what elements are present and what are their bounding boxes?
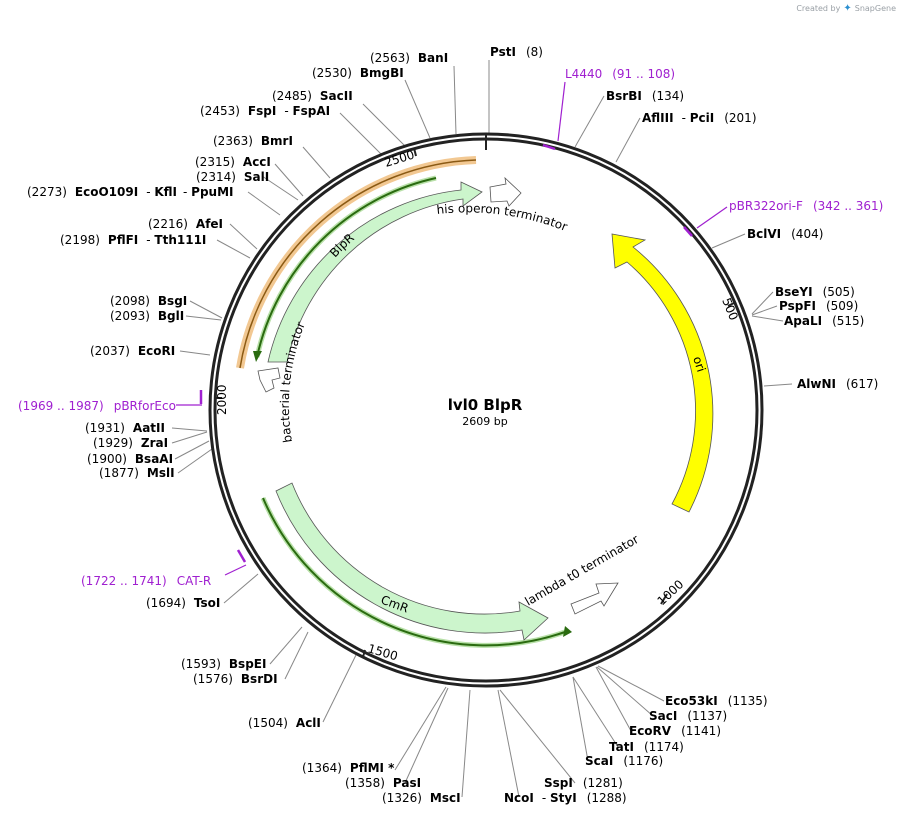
primer-pbrforeco: (1969 .. 1987)pBRforEco [18,399,176,413]
site-tati: TatI(1174) [609,740,684,754]
primer-cat-r: (1722 .. 1741)CAT-R [81,574,211,588]
site-pflfi: (2198)PflFI- Tth111I [60,233,206,247]
site-msci: (1326)MscI [382,791,461,805]
site-zrai: (1929)ZraI [93,436,168,450]
feature-lambda-terminator-label: lambda t0 terminator [523,532,642,609]
feature-his-terminator [489,176,522,207]
feature-blpr [267,181,483,363]
site-ecoo109i: (2273)EcoO109I- KflI- PpuMI [27,185,234,199]
site-afei: (2216)AfeI [148,217,223,231]
feature-his-terminator-label: his operon terminator [436,201,569,234]
site-ncoi: NcoI- StyI(1288) [504,791,627,805]
site-acli: (1504)AclI [248,716,321,730]
site-tsoi: (1694)TsoI [146,596,220,610]
site-bseyi: BseYI(505) [775,285,855,299]
site-msli: (1877)MslI [99,466,175,480]
feature-cmr [275,482,549,641]
feature-cmr-lines [260,497,572,648]
site-afliii: AflIII- PciI(201) [642,111,757,125]
credit-brand: SnapGene [854,4,896,13]
site-bani: (2563)BanI [370,51,448,65]
feature-lambda-terminator [570,582,619,615]
site-pasi: (1358)PasI [345,776,421,790]
site-psti: PstI(8) [490,45,543,59]
site-pspfi: PspFI(509) [779,299,858,313]
feature-bacterial-terminator [257,367,281,393]
site-bgli: (2093)BglI [110,309,184,323]
feature-ori [611,233,714,513]
site-sali: (2314)SalI [196,170,269,184]
primer-leaders [176,81,728,576]
site-bmgbi: (2530)BmgBI [312,66,404,80]
primer-l4440: L4440(91 .. 108) [565,67,675,81]
tick-2000: 2000 [215,384,229,415]
site-acci: (2315)AccI [195,155,271,169]
site-scai: ScaI(1176) [585,754,663,768]
site-sspi: SspI(1281) [544,776,623,790]
site-ecori: (2037)EcoRI [90,344,175,358]
feature-ori-label: ori [690,355,708,374]
site-bsaai: (1900)BsaAI [87,452,173,466]
site-sacii: (2485)SacII [272,89,353,103]
feature-blpr-lines [236,156,477,369]
site-bspei: (1593)BspEI [181,657,266,671]
site-bclvi: BclVI(404) [747,227,823,241]
primer-pbr322ori-f: pBR322ori-F(342 .. 361) [729,199,883,213]
snapgene-credit: Created by ✦ SnapGene [796,3,896,14]
site-pflmi: (1364)PflMI * [302,761,395,775]
credit-prefix: Created by [796,4,841,13]
site-eco53ki: Eco53kI(1135) [665,694,768,708]
site-leaders [171,60,793,798]
snapgene-logo-icon: ✦ [843,3,852,14]
site-fspi: (2453)FspI- FspAI [200,104,330,118]
site-aatii: (1931)AatII [85,421,165,435]
site-alwni: AlwNI(617) [797,377,878,391]
site-bmri: (2363)BmrI [213,134,293,148]
restriction-site-labels: PstI(8) (2563)BanI (2530)BmgBI (2485)Sac… [27,45,878,805]
site-bsgi: (2098)BsgI [110,294,187,308]
plasmid-length: 2609 bp [462,415,507,428]
site-ecorv: EcoRV(1141) [629,724,721,738]
site-bsrbi: BsrBI(134) [606,89,684,103]
primer-labels: L4440(91 .. 108) pBR322ori-F(342 .. 361)… [18,67,883,588]
position-ticks [214,134,737,658]
site-bsrdi: (1576)BsrDI [193,672,278,686]
plasmid-name: lvl0 BlpR [448,396,523,414]
site-saci: SacI(1137) [649,709,727,723]
site-apali: ApaLI(515) [784,314,864,328]
primer-marks [199,143,693,563]
